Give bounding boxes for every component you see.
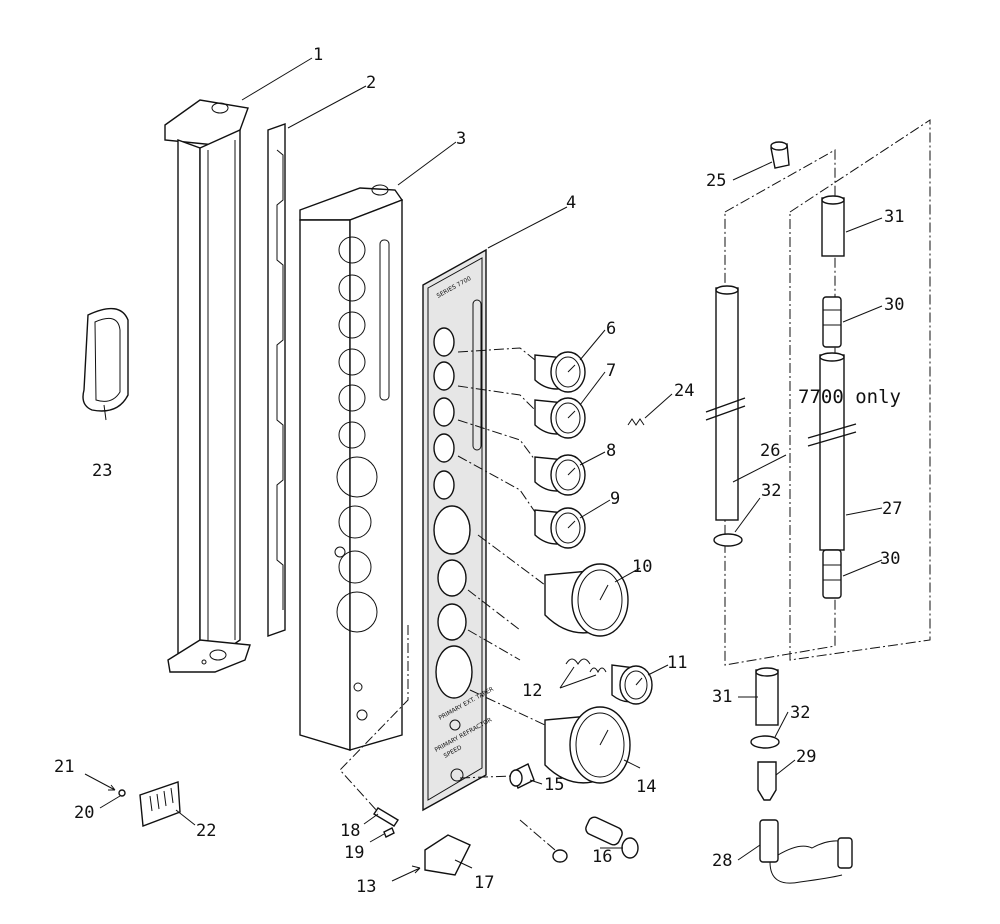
callout-22: 22 — [196, 821, 216, 841]
callout-3: 3 — [456, 129, 466, 149]
callout-23: 23 — [92, 461, 112, 481]
tube-27 — [807, 352, 857, 551]
callout-4: 4 — [566, 193, 576, 213]
screw-19 — [383, 827, 395, 838]
sensor-28 — [759, 819, 853, 884]
gauge-10 — [544, 563, 629, 637]
callout-30-lower: 30 — [880, 549, 900, 569]
cap-25 — [770, 141, 790, 169]
callout-14: 14 — [636, 777, 656, 797]
callout-numbers: 1 2 3 4 6 7 8 9 10 11 12 13 14 15 16 17 … — [54, 45, 904, 897]
tube-31-lower — [755, 667, 779, 726]
part-2-gasket-strip — [267, 123, 286, 637]
callout-2: 2 — [366, 73, 376, 93]
gauges-6-9 — [534, 351, 586, 549]
callout-28: 28 — [712, 851, 732, 871]
fuse-holder-16 — [552, 816, 639, 863]
callout-8: 8 — [606, 441, 616, 461]
connector-18 — [373, 807, 399, 827]
gauge-14 — [544, 706, 631, 784]
note-7700-only: 7700 only — [798, 386, 901, 408]
callout-17: 17 — [474, 873, 494, 893]
callout-32-lower: 32 — [790, 703, 810, 723]
callout-15: 15 — [544, 775, 564, 795]
tube-31-upper — [821, 195, 845, 257]
callout-19: 19 — [344, 843, 364, 863]
gauge-11 — [565, 658, 653, 705]
clamp-32-lower — [750, 735, 780, 749]
callout-13: 13 — [356, 877, 376, 897]
nozzle-29 — [757, 761, 777, 801]
leader-lines — [84, 57, 883, 882]
part-1-channel-frame — [164, 99, 251, 673]
callout-27: 27 — [882, 499, 902, 519]
callout-11: 11 — [667, 653, 687, 673]
callout-31-upper: 31 — [884, 207, 904, 227]
callout-32-upper: 32 — [761, 481, 781, 501]
callout-26: 26 — [760, 441, 780, 461]
callout-24: 24 — [674, 381, 694, 401]
bracket-17 — [424, 834, 471, 876]
callout-9: 9 — [610, 489, 620, 509]
clamp-32-upper — [713, 533, 743, 547]
callout-30-upper: 30 — [884, 295, 904, 315]
fitting-30-upper — [822, 296, 842, 348]
handle-23 — [82, 307, 129, 412]
fitting-30-lower — [822, 549, 842, 599]
callout-16: 16 — [592, 847, 612, 867]
callout-10: 10 — [632, 557, 652, 577]
callout-29: 29 — [796, 747, 816, 767]
part-3-enclosure — [299, 184, 404, 751]
callout-6: 6 — [606, 319, 616, 339]
dashed-connectors — [339, 347, 556, 851]
callout-7: 7 — [606, 361, 616, 381]
callout-25: 25 — [706, 171, 726, 191]
terminal-strip-22 — [139, 781, 181, 827]
callout-20: 20 — [74, 803, 94, 823]
callout-31-lower: 31 — [712, 687, 732, 707]
part-4-front-panel: SERIES 7700 PRIMARY EXT. TAPER PRIMARY R… — [422, 248, 495, 812]
tube-assembly — [705, 119, 931, 884]
callout-1: 1 — [313, 45, 323, 65]
callout-12: 12 — [522, 681, 542, 701]
callout-21: 21 — [54, 757, 74, 777]
spring-24 — [627, 418, 645, 426]
tube-26 — [705, 285, 746, 521]
screw-20 — [118, 789, 126, 797]
knob-15 — [509, 763, 535, 789]
callout-18: 18 — [340, 821, 360, 841]
